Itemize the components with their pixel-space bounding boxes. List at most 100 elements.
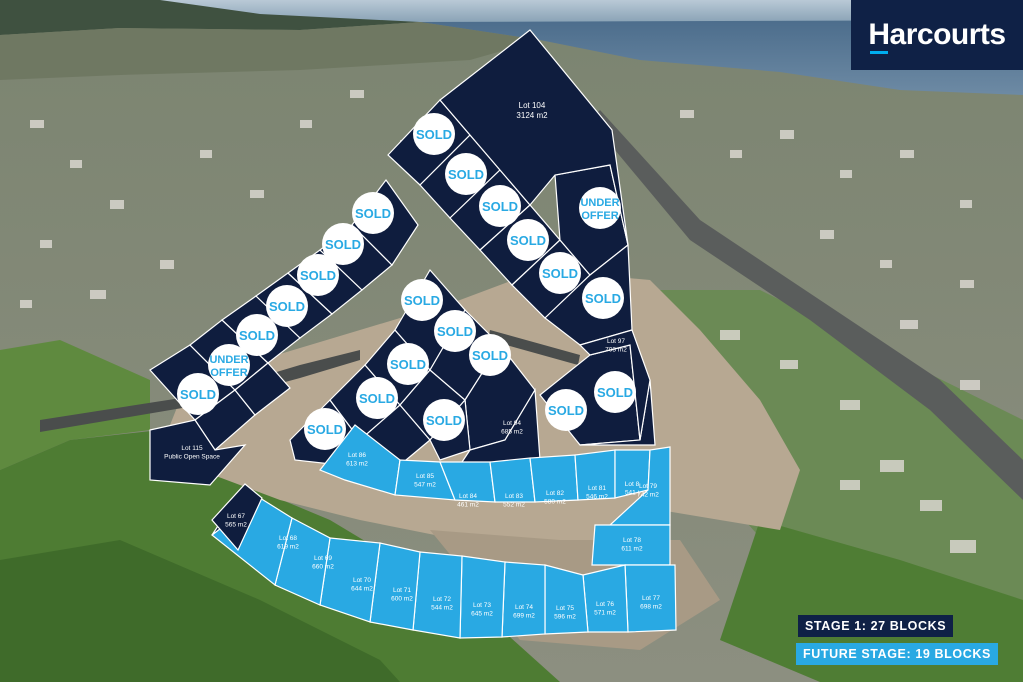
lot68-area: 619 m2 (277, 544, 299, 551)
lot72-area: 544 m2 (431, 605, 453, 612)
lot85-name: Lot 85 (416, 473, 434, 480)
sold-badge-label: SOLD (510, 233, 546, 248)
sold-badge-label: SOLD (404, 293, 440, 308)
lot78-name: Lot 78 (623, 537, 641, 544)
sold-badge-label: SOLD (390, 357, 426, 372)
future-lot79 (608, 446, 671, 526)
future-lot72 (412, 551, 463, 639)
sold-badge: SOLD (177, 373, 219, 415)
harcourts-logo: Harcourts (851, 0, 1023, 70)
sold-badge-label: SOLD (325, 237, 361, 252)
lot76-area: 571 m2 (594, 610, 616, 617)
lot84-name: Lot 84 (459, 493, 477, 500)
lot94-name: Lot 94 (503, 420, 521, 427)
sold-badge: SOLD (423, 399, 465, 441)
legend-future-stage: FUTURE STAGE: 19 BLOCKS (796, 643, 998, 665)
sold-badge-label: SOLD (482, 199, 518, 214)
lot80-name: Lot 8 (625, 481, 640, 488)
lot-115 (149, 419, 247, 486)
sold-badge: SOLD (356, 377, 398, 419)
sold-badge: SOLD (387, 343, 429, 385)
future-lot81 (574, 449, 616, 501)
lot79-name: Lot 79 (639, 483, 657, 490)
lot82-area: 580 m2 (544, 499, 566, 506)
lot67-name: Lot 67 (227, 513, 245, 520)
sold-badge-label: SOLD (597, 385, 633, 400)
sold-badge: SOLD (479, 185, 521, 227)
under-offer-badge-label: UNDER (209, 354, 248, 366)
sold-badge-label: SOLD (437, 324, 473, 339)
under-offer-badge-label: UNDER (580, 197, 619, 209)
lot71-area: 600 m2 (391, 596, 413, 603)
lot115-area: Public Open Space (164, 454, 220, 461)
lot79-area: 742 m2 (637, 492, 659, 499)
lot86-area: 613 m2 (346, 461, 368, 468)
sold-badge-label: SOLD (548, 403, 584, 418)
lot-104 (439, 29, 629, 246)
legend-stage1: STAGE 1: 27 BLOCKS (798, 615, 954, 637)
lot97-area: 703 m2 (605, 347, 627, 354)
sold-badge-label: SOLD (269, 299, 305, 314)
sold-badge-label: SOLD (542, 266, 578, 281)
sold-badge: SOLD (539, 252, 581, 294)
lot81-name: Lot 81 (588, 485, 606, 492)
sold-badge: SOLD (322, 223, 364, 265)
sold-badge: SOLD (594, 371, 636, 413)
brand-name: Harcourts (868, 18, 1006, 54)
lot71-name: Lot 71 (393, 587, 411, 594)
lot83-area: 552 m2 (503, 502, 525, 509)
sold-badge: SOLD (413, 113, 455, 155)
lot70-name: Lot 70 (353, 577, 371, 584)
future-lot75 (544, 564, 589, 635)
sold-badge-label: SOLD (585, 291, 621, 306)
lot104-name: Lot 104 (519, 101, 546, 110)
sold-badge: SOLD (304, 408, 346, 450)
under-offer-badge-label: OFFER (210, 367, 247, 379)
sold-badge-label: SOLD (416, 127, 452, 142)
sold-badge-label: SOLD (307, 422, 343, 437)
lot70-area: 644 m2 (351, 586, 373, 593)
sold-badge-label: SOLD (448, 167, 484, 182)
lot84-area: 461 m2 (457, 502, 479, 509)
sold-badge: SOLD (469, 334, 511, 376)
lot77-area: 698 m2 (640, 604, 662, 611)
lot75-name: Lot 75 (556, 605, 574, 612)
sold-badge: SOLD (236, 314, 278, 356)
sold-badge-label: SOLD (355, 206, 391, 221)
sold-badge: SOLD (582, 277, 624, 319)
sold-badge-label: SOLD (239, 328, 275, 343)
lot75-area: 596 m2 (554, 614, 576, 621)
lot115-name: Lot 115 (181, 445, 203, 452)
lot74-area: 699 m2 (513, 613, 535, 620)
lot81-area: 546 m2 (586, 494, 608, 501)
sold-badge: SOLD (434, 310, 476, 352)
lot76-name: Lot 76 (596, 601, 614, 608)
future-lot76 (582, 564, 629, 633)
under-offer-badge-label: OFFER (581, 210, 618, 222)
sold-badge: SOLD (445, 153, 487, 195)
sold-badge-label: SOLD (426, 413, 462, 428)
lot85-area: 547 m2 (414, 482, 436, 489)
sold-badge: SOLD (401, 279, 443, 321)
sold-badge: SOLD (266, 285, 308, 327)
stage1-lot-left-8 (234, 362, 291, 416)
lot69-name: Lot 69 (314, 555, 332, 562)
lot80-area: 541 i (625, 490, 639, 497)
sold-badge: SOLD (545, 389, 587, 431)
lot82-name: Lot 82 (546, 490, 564, 497)
lot68-name: Lot 68 (279, 535, 297, 542)
lot86-name: Lot 86 (348, 452, 366, 459)
lot74-name: Lot 74 (515, 604, 533, 611)
lot104-area: 3124 m2 (516, 111, 548, 120)
sold-badge-label: SOLD (180, 387, 216, 402)
sold-badge-label: SOLD (472, 348, 508, 363)
lot-97 (578, 329, 651, 441)
future-lot74 (501, 561, 546, 638)
lot83-name: Lot 83 (505, 493, 523, 500)
lot73-name: Lot 73 (473, 602, 491, 609)
sold-badge: SOLD (507, 219, 549, 261)
lot-67 (211, 483, 263, 552)
